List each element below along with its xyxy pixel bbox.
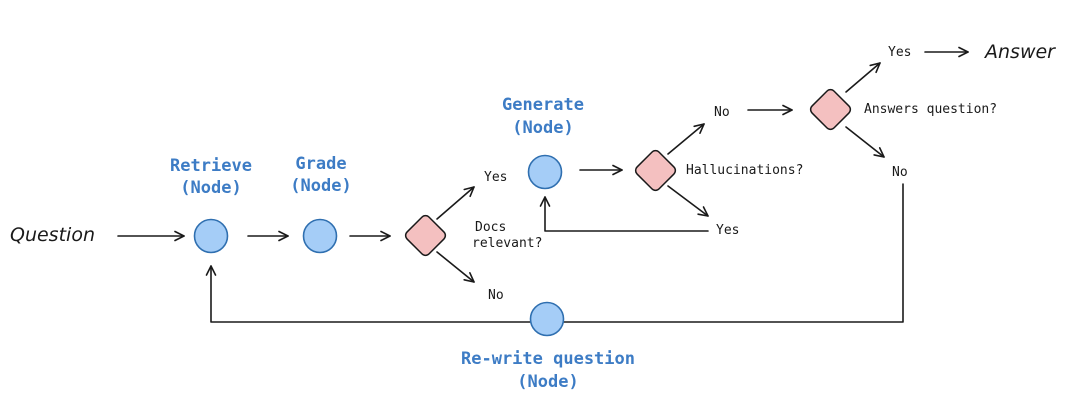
edges <box>117 46 969 323</box>
generate-node-title: Generate <box>502 95 584 115</box>
hallucinations-label: Hallucinations? <box>686 163 803 178</box>
answers-question-decision <box>809 88 852 131</box>
answers-yes-label: Yes <box>888 45 911 60</box>
halluc-no-label: No <box>714 105 730 120</box>
answers-question-label: Answers question? <box>864 102 997 117</box>
edge-answers-yes <box>845 62 881 93</box>
rewrite-node-title: Re-write question <box>461 349 635 369</box>
docs-no-label: No <box>488 288 504 303</box>
retrieve-node-type: (Node) <box>180 178 241 198</box>
retrieve-node <box>193 218 229 254</box>
answer-terminal: Answer <box>983 41 1056 63</box>
edge-docs-no <box>436 251 475 283</box>
edge-halluc-yes-loop-to-generate <box>539 196 709 232</box>
edge-halluc-no <box>667 123 705 155</box>
generate-node <box>527 154 563 190</box>
rewrite-node-type: (Node) <box>517 372 578 392</box>
grade-node-title: Grade <box>295 154 346 174</box>
question-terminal: Question <box>10 224 95 246</box>
edge-halluc-yes <box>667 185 709 217</box>
docs-relevant-label-line1: Docs <box>475 220 506 235</box>
halluc-yes-label: Yes <box>716 223 739 238</box>
docs-relevant-label-line2: relevant? <box>472 236 542 251</box>
generate-node-type: (Node) <box>512 118 573 138</box>
docs-yes-label: Yes <box>484 170 507 185</box>
edge-answers-no <box>845 126 885 158</box>
grade-node-type: (Node) <box>290 176 351 196</box>
retrieve-node-title: Retrieve <box>170 156 252 176</box>
hallucinations-decision <box>634 149 677 192</box>
docs-relevant-decision <box>404 214 447 257</box>
edge-rewrite-to-retrieve <box>205 265 531 323</box>
edge-no-to-rewrite <box>562 183 904 323</box>
grade-node <box>302 218 338 254</box>
rewrite-node <box>529 301 565 337</box>
answers-no-label: No <box>892 165 908 180</box>
edge-docs-yes <box>436 186 475 220</box>
